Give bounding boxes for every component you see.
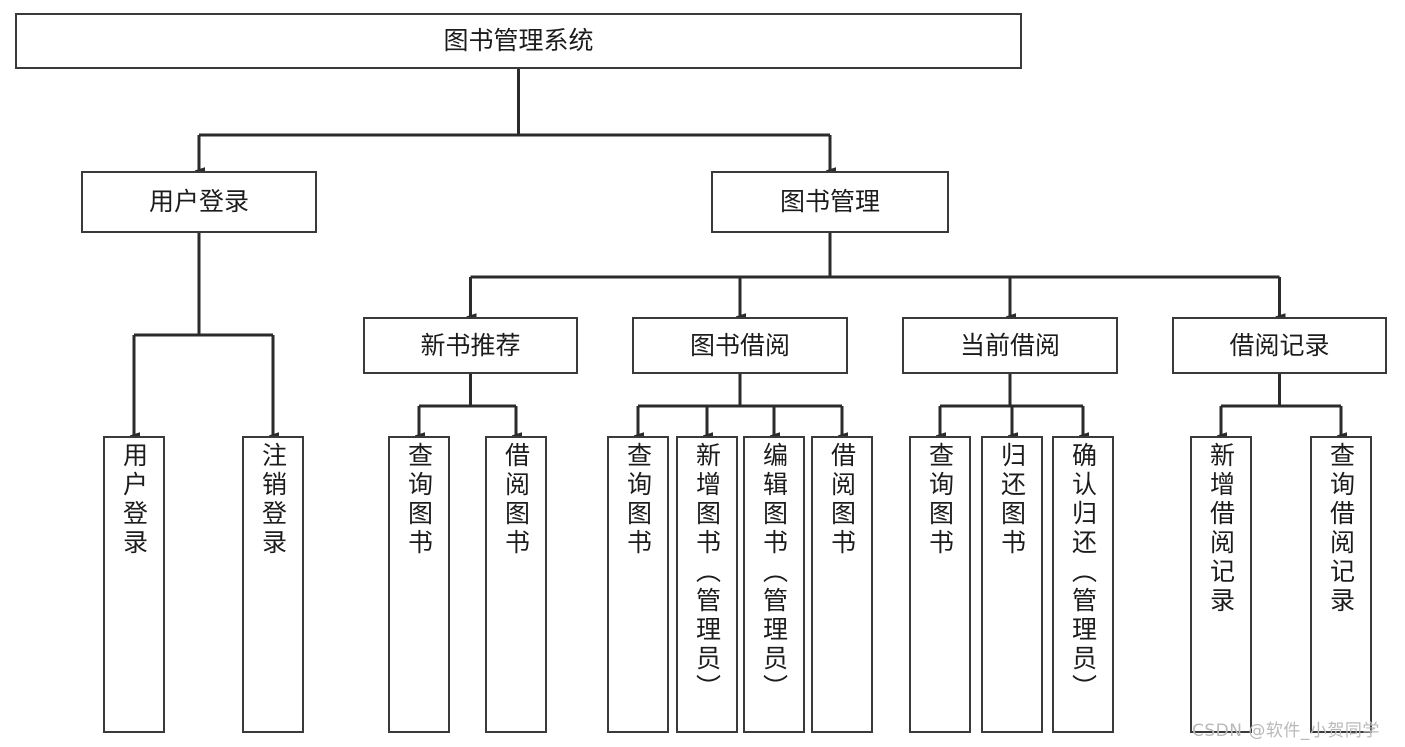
node-label: 图书借阅: [689, 330, 790, 360]
node-label: 图书管理系统: [443, 26, 594, 55]
node-l-user-login[interactable]: 用户登录: [103, 436, 165, 733]
node-n-book-manage[interactable]: 图书管理: [711, 171, 949, 233]
node-l-query-book-1[interactable]: 查询图书: [388, 436, 450, 733]
node-n-current-borrow[interactable]: 当前借阅: [902, 317, 1118, 374]
node-n-user-login[interactable]: 用户登录: [81, 171, 317, 233]
node-l-add-book[interactable]: 新增图书（管理员）: [676, 436, 738, 733]
node-label: 用户登录: [119, 442, 149, 558]
node-n-book-borrow[interactable]: 图书借阅: [632, 317, 848, 374]
node-l-query-record[interactable]: 查询借阅记录: [1310, 436, 1372, 733]
node-label: 查询借阅记录: [1326, 442, 1356, 616]
node-label: 查询图书: [925, 442, 955, 558]
node-label: 新增借阅记录: [1206, 442, 1236, 616]
edge-group: [134, 69, 1341, 436]
node-label: 新增图书（管理员）: [692, 442, 722, 703]
node-label: 查询图书: [623, 442, 653, 558]
node-label: 新书推荐: [420, 330, 521, 360]
node-l-return-book[interactable]: 归还图书: [981, 436, 1043, 733]
node-label: 借阅记录: [1229, 330, 1330, 360]
node-l-borrow-book-2[interactable]: 借阅图书: [811, 436, 873, 733]
node-l-user-logout[interactable]: 注销登录: [242, 436, 304, 733]
node-label: 注销登录: [258, 442, 288, 558]
node-label: 查询图书: [404, 442, 434, 558]
node-l-query-book-2[interactable]: 查询图书: [607, 436, 669, 733]
node-n-borrow-record[interactable]: 借阅记录: [1172, 317, 1387, 374]
node-label: 用户登录: [148, 187, 249, 216]
node-l-add-record[interactable]: 新增借阅记录: [1190, 436, 1252, 733]
node-label: 确认归还（管理员）: [1068, 442, 1098, 703]
node-label: 借阅图书: [501, 442, 531, 558]
node-n-new-book-rec[interactable]: 新书推荐: [363, 317, 578, 374]
node-l-confirm-return[interactable]: 确认归还（管理员）: [1052, 436, 1114, 733]
node-l-query-book-3[interactable]: 查询图书: [909, 436, 971, 733]
node-l-borrow-book-1[interactable]: 借阅图书: [485, 436, 547, 733]
node-label: 归还图书: [997, 442, 1027, 558]
node-root[interactable]: 图书管理系统: [15, 13, 1022, 69]
csdn-watermark: CSDN @软件_小贺同学: [1192, 721, 1380, 741]
node-label: 图书管理: [779, 187, 880, 216]
node-label: 当前借阅: [959, 330, 1060, 360]
node-l-edit-book[interactable]: 编辑图书（管理员）: [743, 436, 805, 733]
node-label: 编辑图书（管理员）: [759, 442, 789, 703]
node-label: 借阅图书: [827, 442, 857, 558]
